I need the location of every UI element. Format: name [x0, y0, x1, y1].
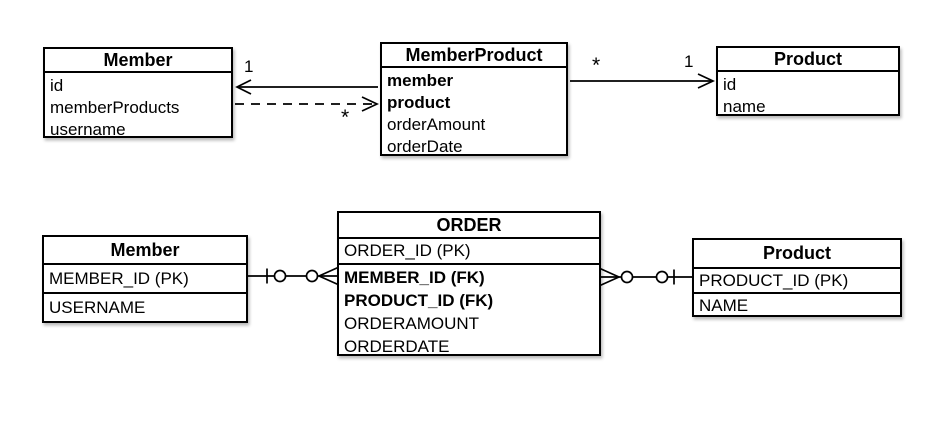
- uml-field: orderAmount: [387, 115, 486, 134]
- er-table-product: Product PRODUCT_ID (PK) NAME: [692, 238, 902, 317]
- er-table-title: Product: [694, 240, 900, 269]
- er-table-member: Member MEMBER_ID (PK) USERNAME: [42, 235, 248, 323]
- zero-circle-icon: [620, 270, 634, 284]
- uml-field: member: [387, 71, 454, 90]
- uml-class-title: Product: [718, 48, 898, 72]
- multiplicity-label-one: 1: [244, 57, 254, 76]
- uml-field: name: [723, 97, 766, 116]
- multiplicity-label-many: *: [341, 106, 350, 129]
- er-row-primary-key: ORDER_ID (PK): [339, 239, 599, 265]
- er-table-title: Member: [44, 237, 246, 265]
- association-memberproduct-to-member: [235, 79, 378, 95]
- er-row: MEMBER_ID (PK): [44, 265, 246, 294]
- er-attribute: ORDERDATE: [344, 337, 450, 356]
- relationship-order-product: [599, 267, 692, 287]
- uml-class-product: Product id name: [716, 46, 900, 116]
- crowsfoot-icon: [318, 266, 339, 286]
- er-attributes-cell: MEMBER_ID (FK) PRODUCT_ID (FK) ORDERAMOU…: [339, 265, 599, 358]
- relationship-member-order: [248, 266, 339, 286]
- uml-field: username: [50, 120, 126, 139]
- association-memberproduct-to-product: [570, 73, 716, 89]
- zero-circle-icon: [655, 270, 669, 284]
- uml-field: id: [723, 75, 737, 94]
- uml-field: id: [50, 76, 64, 95]
- uml-class-memberproduct: MemberProduct member product orderAmount…: [380, 42, 568, 156]
- uml-field: product: [387, 93, 451, 112]
- er-row: USERNAME: [49, 298, 146, 317]
- multiplicity-label-one: 1: [684, 52, 694, 71]
- er-table-title: ORDER: [339, 213, 599, 239]
- er-row: NAME: [699, 296, 749, 315]
- open-arrowhead-icon: [235, 79, 252, 95]
- er-attribute: ORDERAMOUNT: [344, 314, 480, 333]
- er-attribute: MEMBER_ID (FK): [344, 268, 485, 287]
- multiplicity-label-many: *: [592, 54, 601, 77]
- uml-class-fields: member product orderAmount orderDate: [382, 68, 566, 158]
- uml-field: orderDate: [387, 137, 463, 156]
- uml-class-member: Member id memberProducts username: [43, 47, 233, 141]
- uml-class-title: MemberProduct: [382, 44, 566, 68]
- zero-circle-icon: [273, 269, 287, 283]
- open-arrowhead-icon: [361, 96, 380, 112]
- uml-class-title: Member: [45, 49, 231, 73]
- uml-class-fields: id memberProducts username: [45, 73, 231, 141]
- er-row: PRODUCT_ID (PK): [694, 269, 900, 294]
- er-attribute: PRODUCT_ID (FK): [344, 291, 494, 310]
- uml-field: memberProducts: [50, 98, 180, 117]
- crowsfoot-icon: [599, 267, 620, 287]
- uml-class-fields: id name: [718, 72, 898, 118]
- er-table-order: ORDER ORDER_ID (PK) MEMBER_ID (FK) PRODU…: [337, 211, 601, 356]
- dependency-member-to-memberproduct: [235, 96, 380, 112]
- zero-circle-icon: [305, 269, 319, 283]
- open-arrowhead-icon: [697, 73, 716, 89]
